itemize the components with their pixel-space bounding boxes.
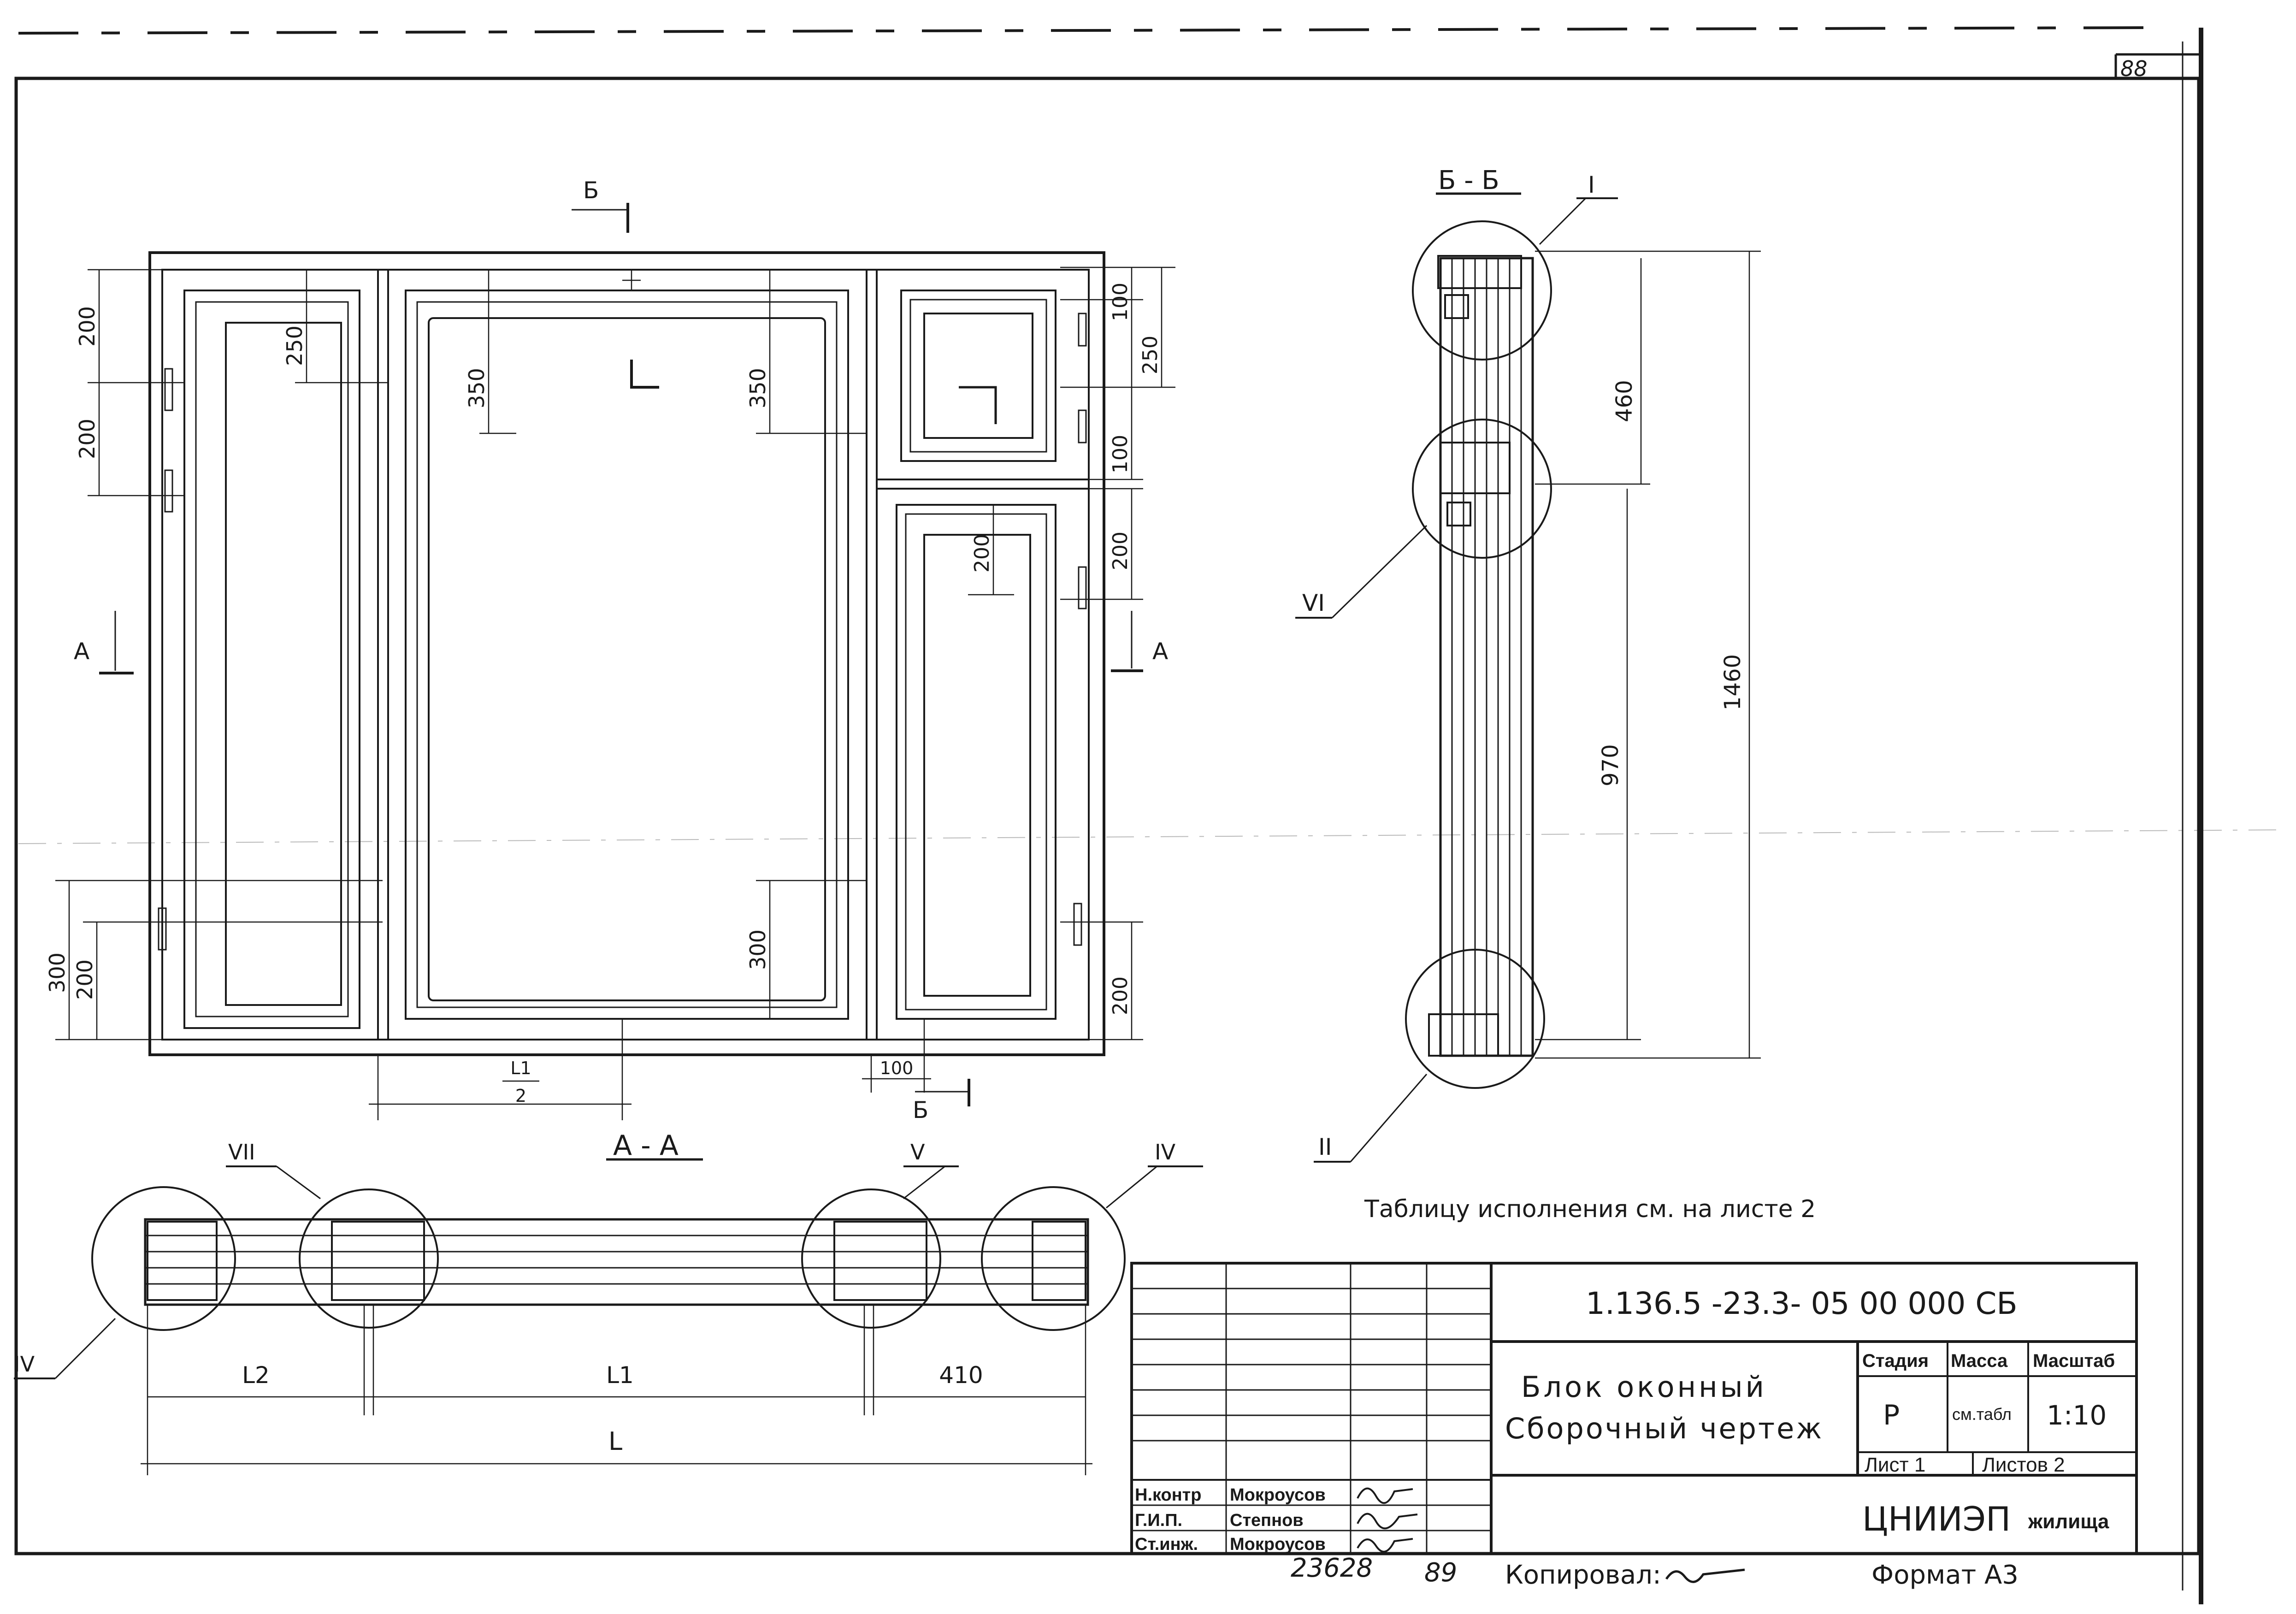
signature-name: Степнов (1230, 1511, 1304, 1530)
dim-leaf2-bottom: 300 (745, 929, 770, 970)
front-elevation: 200 200 300 200 250 350 350 300 100 250 … (45, 177, 1175, 1123)
dim-aa-l1: L1 (606, 1362, 634, 1389)
title-block: 1.136.5 -23.3- 05 00 000 СБ Блок оконный… (1130, 1262, 2138, 1555)
header-scale: Масштаб (2033, 1351, 2115, 1371)
signature-mark (1357, 1513, 1418, 1530)
dim-leaf2-top-left: 350 (464, 368, 489, 408)
dim-leaf2-top-right: 350 (745, 368, 770, 408)
header-mass: Масса (1951, 1351, 2008, 1371)
cut-marker-b-bottom: Б (913, 1097, 928, 1123)
dim-transom-mid: 250 (1139, 336, 1162, 374)
document-designation: 1.136.5 -23.3- 05 00 000 СБ (1586, 1286, 2018, 1321)
organization-suffix: жилища (2028, 1510, 2109, 1533)
signature-row-3: Ст.инж. Мокроусов (1135, 1535, 1413, 1554)
cut-marker-b-top: Б (583, 177, 599, 204)
sheet-frame: 88 (14, 26, 2287, 1604)
leaf-transom (900, 290, 1057, 462)
section-aa-title: А - А (613, 1129, 679, 1162)
dim-half-span-den: 2 (515, 1086, 526, 1106)
callout-label-vi: V (910, 1140, 925, 1165)
value-mass: см.табл (1952, 1405, 2012, 1424)
signature-role: Ст.инж. (1135, 1535, 1198, 1554)
callout-circle-i (1412, 220, 1552, 361)
dim-left-bottom-200: 200 (72, 959, 97, 1000)
dim-leaf1-top: 250 (282, 325, 307, 366)
corner-number: 88 (2120, 56, 2148, 81)
title-block-frame (1130, 1262, 2138, 1555)
dim-bb-overall: 1460 (1720, 654, 1746, 710)
callout-circle-ii (1405, 949, 1545, 1089)
section-aa: А - А L2 L1 410 L VII V IV (14, 1129, 1203, 1475)
inventory-number: 23628 (1291, 1553, 1373, 1583)
dim-bb-upper: 460 (1611, 380, 1637, 422)
elevation-dimension-lines (55, 266, 1175, 1120)
dim-aa-overall: L (608, 1427, 622, 1456)
sheets-total: Листов 2 (1982, 1454, 2065, 1476)
inventory-suffix: 89 (1424, 1558, 1457, 1588)
signature-row-1: Н.контр Мокроусов (1135, 1485, 1413, 1505)
cut-marker-a-right: А (1152, 638, 1168, 665)
callout-label-ii: II (1318, 1134, 1332, 1160)
callout-circle-vii (299, 1188, 439, 1329)
dim-leaf3-top: 200 (970, 534, 994, 573)
callout-label-v: VI (1302, 590, 1325, 616)
callout-label-iv-right: IV (1155, 1140, 1176, 1165)
dim-bottom-100: 100 (880, 1058, 914, 1078)
dim-bb-lower: 970 (1598, 744, 1623, 786)
section-bb-title: Б - Б (1438, 166, 1499, 195)
signature-role: Г.И.П. (1135, 1511, 1182, 1530)
dim-half-span-num: L1 (510, 1058, 531, 1078)
callout-circle-vi (801, 1188, 941, 1329)
format-label: Формат А3 (1871, 1560, 2019, 1590)
signature-mark (1357, 1487, 1413, 1504)
product-name-line1: Блок оконный (1521, 1370, 1767, 1404)
signature-name: Мокроусов (1230, 1485, 1326, 1505)
callout-label-i: I (1588, 171, 1595, 198)
window-inner-frame (161, 269, 1090, 1041)
leaf-right (896, 504, 1057, 1020)
opening-sign-center (630, 360, 659, 389)
section-bb: Б - Б 460 970 1460 I VI II (1295, 166, 1761, 1163)
dim-aa-right: 410 (939, 1362, 983, 1389)
signature-mark (1357, 1538, 1413, 1553)
elevation-dimension-values: 200 200 300 200 250 350 350 300 100 250 … (45, 283, 1162, 1106)
dim-left-hinge-top: 200 (75, 306, 100, 347)
cut-markers: Б Б А А (74, 177, 1168, 1123)
dim-transom-bottom: 100 (1109, 435, 1132, 473)
dim-right-hinge: 200 (1109, 532, 1132, 570)
window-outer-frame (148, 251, 1105, 1056)
signature-role: Н.контр (1135, 1485, 1202, 1505)
fold-line (18, 829, 2287, 844)
hinges (158, 313, 1087, 951)
leaf-left (183, 290, 360, 1029)
dim-right-bottom: 200 (1109, 976, 1132, 1015)
callout-circle-iv-right (981, 1186, 1126, 1331)
cut-marker-a-left: А (74, 638, 89, 665)
dim-transom-top: 100 (1109, 283, 1132, 321)
header-stage: Стадия (1862, 1351, 1929, 1371)
value-scale: 1:10 (2047, 1400, 2107, 1431)
top-edge-trace (18, 26, 2148, 35)
bottom-strip: 23628 89 Копировал: Формат А3 (1291, 1553, 2019, 1590)
copied-by-signature (1665, 1568, 1745, 1583)
callout-circle-iv-left (91, 1186, 236, 1331)
dim-left-hinge-mid: 200 (75, 419, 100, 459)
sheet-number: Лист 1 (1865, 1454, 1925, 1476)
organization-name: ЦНИИЭП (1862, 1500, 2011, 1538)
value-stage: Р (1883, 1399, 1900, 1431)
signature-name: Мокроусов (1230, 1535, 1326, 1554)
product-name-line2: Сборочный чертеж (1505, 1412, 1824, 1445)
signature-row-2: Г.И.П. Степнов (1135, 1511, 1418, 1530)
copied-by-label: Копировал: (1505, 1560, 1661, 1590)
dim-aa-l2: L2 (242, 1362, 270, 1389)
execution-table-note: Таблицу исполнения см. на листе 2 (1364, 1195, 1816, 1223)
dim-left-bottom-300: 300 (45, 952, 70, 993)
callout-label-vii: VII (228, 1140, 255, 1165)
callout-label-iv-left: IV (14, 1352, 35, 1377)
section-aa-profile (144, 1218, 1089, 1306)
leaf-center (405, 290, 849, 1020)
callout-circle-v (1412, 419, 1552, 559)
